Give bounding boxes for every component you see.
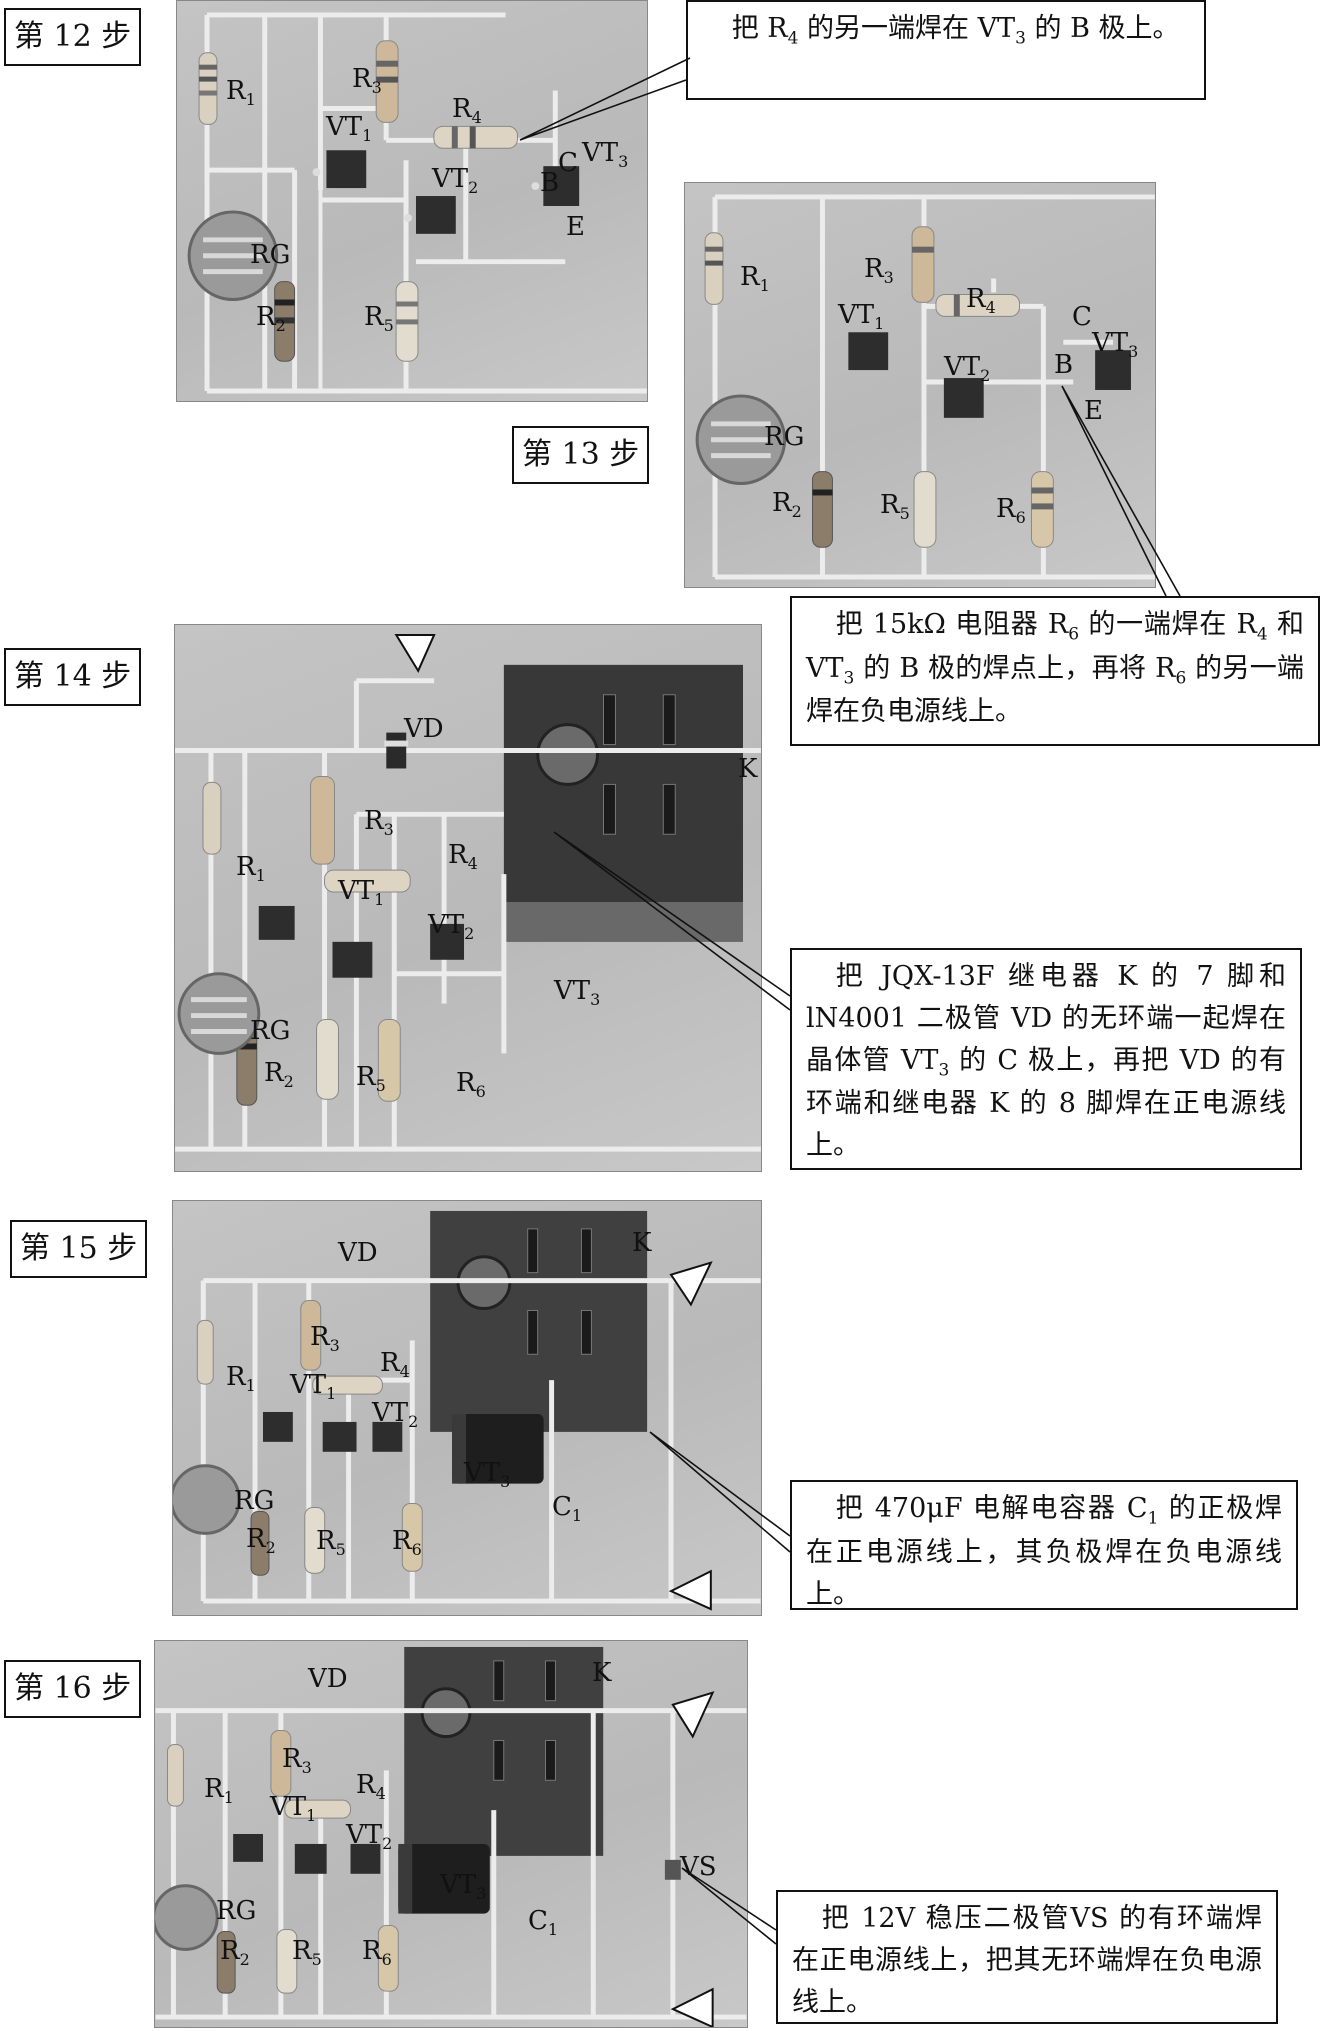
s14-r5-label: R5 [356, 1062, 386, 1096]
s16-vd-label: VD [308, 1664, 348, 1694]
step-12-circuit [187, 12, 647, 394]
step-13-label: 第 13 步 [512, 426, 650, 484]
s15-k-label: K [632, 1228, 652, 1258]
s12-c-label: C [558, 148, 578, 178]
s14-r6-label: R6 [456, 1068, 486, 1102]
s15-r5-label: R5 [316, 1526, 346, 1560]
s13-r6-label: R6 [996, 494, 1026, 528]
s13-vt3-label: VT3 [1092, 328, 1139, 362]
s16-r2-label: R2 [220, 1936, 250, 1970]
s16-vs-label: VS [680, 1852, 717, 1882]
s15-c1-label: C1 [552, 1492, 583, 1526]
s16-rg-label: RG [216, 1896, 257, 1926]
s15-rg-label: RG [234, 1486, 275, 1516]
step-12-callout: 把 R4 的另一端焊在 VT3 的 B 极上。 [686, 0, 1206, 100]
s15-r1-label: R1 [226, 1362, 256, 1396]
s16-r4-label: R4 [356, 1770, 386, 1804]
s13-r1-label: R1 [740, 262, 770, 296]
s14-vt1-label: VT1 [338, 876, 385, 910]
s16-r3-label: R3 [282, 1744, 312, 1778]
s13-b-label: B [1054, 350, 1074, 380]
s13-r5-label: R5 [880, 490, 910, 524]
s14-vd-label: VD [404, 714, 444, 744]
s14-r2-label: R2 [264, 1058, 294, 1092]
s15-vd-label: VD [338, 1238, 378, 1268]
step-14-label: 第 14 步 [4, 648, 142, 706]
s13-r2-label: R2 [772, 488, 802, 522]
step-13-photo [684, 182, 1156, 588]
s13-vt1-label: VT1 [838, 300, 885, 334]
s16-r6-label: R6 [362, 1936, 392, 1970]
s15-r6-label: R6 [392, 1526, 422, 1560]
s12-r3-label: R3 [352, 64, 382, 98]
step-15-label: 第 15 步 [10, 1220, 148, 1278]
s12-vt3-label: VT3 [582, 138, 629, 172]
s12-vt2-label: VT2 [432, 164, 479, 198]
s15-r2-label: R2 [246, 1524, 276, 1558]
s14-vt3-label: VT3 [554, 976, 601, 1010]
s14-r4-label: R4 [448, 840, 478, 874]
s13-r4-label: R4 [966, 284, 996, 318]
step-12-label: 第 12 步 [4, 8, 142, 66]
s13-r3-label: R3 [864, 254, 894, 288]
s13-rg-label: RG [764, 422, 805, 452]
s15-vt2-label: VT2 [372, 1398, 419, 1432]
s16-vt1-label: VT1 [270, 1792, 317, 1826]
s13-e-label: E [1084, 396, 1103, 426]
s16-r1-label: R1 [204, 1774, 234, 1808]
step-14-circuit [175, 633, 761, 1152]
step-14-callout: 把 JQX-13F 继电器 K 的 7 脚和 lN4001 二极管 VD 的无环… [790, 948, 1302, 1170]
s12-b-label: B [540, 168, 560, 198]
s12-e-label: E [566, 212, 585, 242]
s12-rg-label: RG [250, 240, 291, 270]
step-16-label: 第 16 步 [4, 1660, 142, 1718]
step-16-callout: 把 12V 稳压二极管VS 的有环端焊在正电源线上，把其无环端焊在负电源线上。 [776, 1890, 1278, 2024]
s15-r4-label: R4 [380, 1348, 410, 1382]
s16-k-label: K [592, 1658, 612, 1688]
s15-vt3-label: VT3 [464, 1458, 511, 1492]
step-16-photo [154, 1640, 748, 2028]
step-15-callout: 把 470μF 电解电容器 C1 的正极焊在正电源线上，其负极焊在负电源线上。 [790, 1480, 1298, 1610]
s14-rg-label: RG [250, 1016, 291, 1046]
s14-r3-label: R3 [364, 806, 394, 840]
s12-r2-label: R2 [256, 302, 286, 336]
s15-vt1-label: VT1 [290, 1370, 337, 1404]
s12-r1-label: R1 [226, 76, 256, 110]
s13-c-label: C [1072, 302, 1092, 332]
s14-r1-label: R1 [236, 852, 266, 886]
s16-vt3-label: VT3 [440, 1870, 487, 1904]
step-16-circuit [155, 1646, 747, 2027]
s16-r5-label: R5 [292, 1936, 322, 1970]
s13-vt2-label: VT2 [944, 352, 991, 386]
step-13-callout: 把 15kΩ 电阻器 R6 的一端焊在 R4 和 VT3 的 B 极的焊点上，再… [790, 596, 1320, 746]
s14-k-label: K [738, 754, 758, 784]
s14-vt2-label: VT2 [428, 910, 475, 944]
s16-c1-label: C1 [528, 1906, 559, 1940]
step-12-photo [176, 0, 648, 402]
s15-r3-label: R3 [310, 1322, 340, 1356]
step-13-circuit [695, 194, 1155, 580]
step-14-photo [174, 624, 762, 1172]
s12-r4-label: R4 [452, 94, 482, 128]
s16-vt2-label: VT2 [346, 1820, 393, 1854]
s12-r5-label: R5 [364, 302, 394, 336]
s12-vt1-label: VT1 [326, 112, 373, 146]
